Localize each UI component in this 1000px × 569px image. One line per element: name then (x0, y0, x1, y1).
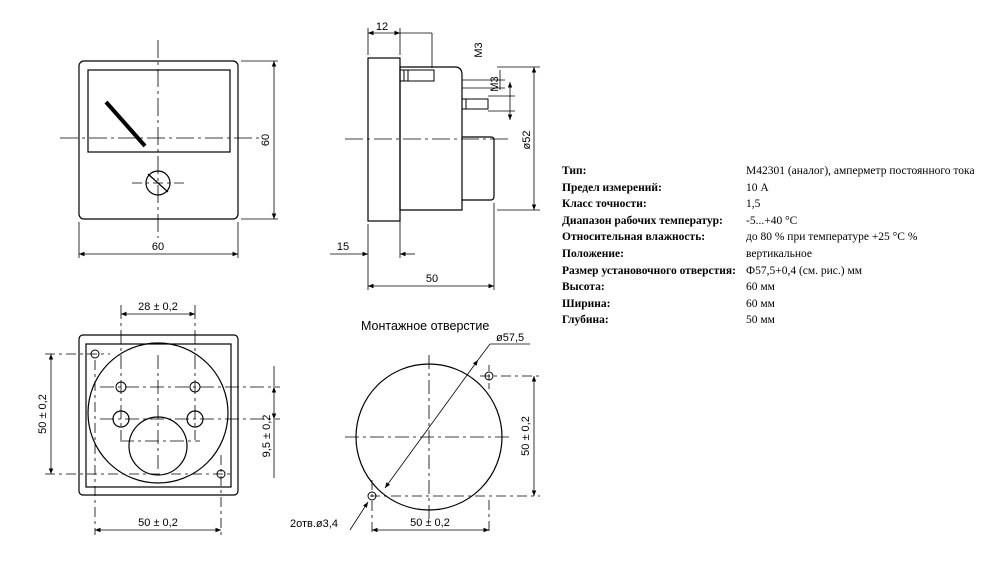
spec-label: Ширина: (562, 297, 611, 310)
spec-value: 10 А (746, 181, 769, 194)
spec-row: Тип: M42301 (аналог), амперметр постоянно… (562, 163, 975, 180)
front-height-label: 60 (260, 134, 272, 146)
spec-label: Диапазон рабочих температур: (562, 214, 723, 227)
mounting-holes-label: 2отв.ø3,4 (290, 518, 338, 530)
side-thread-b: M3 (489, 76, 501, 91)
spec-label: Положение: (562, 247, 624, 260)
mounting-right-height: 50 ± 0,2 (520, 416, 532, 456)
side-dim-left: 15 (337, 241, 349, 253)
spec-label: Размер установочного отверстия: (562, 264, 736, 277)
spec-value: 50 мм (746, 314, 775, 327)
spec-value: вертикальное (746, 247, 812, 260)
side-depth: 50 (426, 273, 438, 285)
rear-top-spacing: 28 ± 0,2 (138, 301, 178, 313)
front-width-label: 60 (152, 241, 164, 253)
spec-value: M42301 (аналог), амперметр постоянного т… (746, 165, 975, 177)
spec-row: Размер установочного отверстия: Ф57,5+0,4… (562, 263, 975, 280)
spec-label: Глубина: (562, 314, 609, 327)
spec-value: -5...+40 °С (746, 214, 798, 227)
spec-label: Тип: (562, 165, 587, 177)
spec-row: Предел измерений: 10 А (562, 180, 975, 197)
spec-value: Ф57,5+0,4 (см. рис.) мм (746, 264, 863, 277)
side-diameter: ø52 (521, 131, 533, 150)
spec-row: Глубина: 50 мм (562, 312, 975, 329)
mounting-hole-title: Монтажное отверстие (361, 319, 489, 333)
side-view (330, 28, 540, 290)
spec-row: Ширина: 60 мм (562, 296, 975, 313)
spec-value: 1,5 (746, 198, 761, 211)
side-thread-a: M3 (473, 42, 485, 57)
spec-label: Высота: (562, 281, 605, 294)
mounting-hole-view (345, 343, 540, 535)
spec-row: Относительная влажность: до 80 % при темп… (562, 229, 975, 246)
rear-right-small: 9,5 ± 0,2 (261, 415, 273, 458)
spec-label: Предел измерений: (562, 181, 662, 194)
rear-left-height: 50 ± 0,2 (37, 394, 49, 434)
specs-table: Тип: M42301 (аналог), амперметр постоянно… (562, 163, 975, 329)
spec-value: до 80 % при температуре +25 °С % (746, 231, 918, 244)
spec-row: Класс точности: 1,5 (562, 196, 975, 213)
spec-row: Положение: вертикальное (562, 246, 975, 263)
rear-view (45, 305, 280, 535)
front-view (60, 40, 278, 258)
rear-bottom-width: 50 ± 0,2 (138, 517, 178, 529)
side-dim-top: 12 (376, 21, 388, 33)
spec-label: Класс точности: (562, 198, 647, 211)
mounting-bottom-width: 50 ± 0,2 (410, 517, 450, 529)
spec-row: Диапазон рабочих температур: -5...+40 °С (562, 213, 975, 230)
mounting-diameter: ø57,5 (496, 332, 524, 344)
spec-value: 60 мм (746, 297, 775, 310)
spec-row: Высота: 60 мм (562, 279, 975, 296)
spec-value: 60 мм (746, 281, 775, 294)
spec-label: Относительная влажность: (562, 231, 706, 244)
